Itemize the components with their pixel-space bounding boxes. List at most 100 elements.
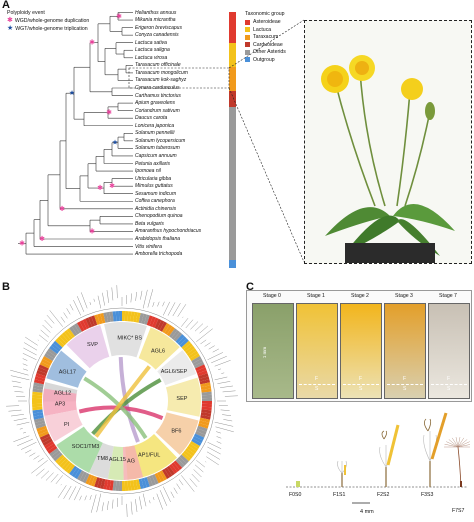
branch-line bbox=[98, 296, 101, 309]
branch-line bbox=[217, 441, 222, 443]
branch-line bbox=[157, 302, 159, 307]
wgd-star-icon: ✱ bbox=[106, 109, 112, 117]
branch-line bbox=[10, 370, 28, 375]
taxonomic-color-bar bbox=[229, 12, 236, 268]
gene-family-label: AP3 bbox=[55, 402, 65, 408]
branch-line bbox=[213, 349, 219, 352]
floret bbox=[388, 425, 398, 465]
stigma bbox=[424, 419, 430, 431]
branch-line bbox=[215, 377, 228, 380]
legend-swatch bbox=[245, 20, 250, 25]
dashed-line bbox=[343, 384, 379, 385]
branch-line bbox=[81, 292, 87, 308]
dashed-line bbox=[299, 384, 335, 385]
branch-line bbox=[64, 313, 68, 319]
species-label: Actinidia chinensis bbox=[135, 206, 176, 212]
gene-family-label: AG bbox=[127, 458, 135, 464]
branch-line bbox=[11, 414, 24, 416]
branch-line bbox=[39, 335, 48, 342]
species-label: Apium graveolens bbox=[135, 100, 175, 106]
bar-asteroideae bbox=[229, 12, 236, 43]
ring-segment bbox=[202, 401, 212, 404]
species-label: Helianthus annuus bbox=[135, 10, 176, 16]
branch-line bbox=[85, 496, 87, 501]
branch-line bbox=[56, 475, 63, 484]
taxonomic-title: Taxonomic group bbox=[245, 11, 286, 17]
gene-family-label: TM8 bbox=[97, 456, 108, 462]
branch-line bbox=[215, 360, 231, 366]
legend-swatch bbox=[245, 50, 250, 55]
gene-family-label: AP1/FUL bbox=[138, 452, 160, 458]
branch-line bbox=[209, 346, 215, 350]
bar-taraxacum bbox=[229, 67, 236, 91]
ring-segment bbox=[202, 398, 212, 401]
branch-line bbox=[127, 504, 128, 517]
branch-line bbox=[38, 340, 39, 341]
branch-line bbox=[225, 396, 238, 397]
branch-line bbox=[131, 293, 132, 302]
branch-line bbox=[195, 465, 203, 472]
branch-line bbox=[12, 381, 21, 383]
branch-line bbox=[23, 353, 37, 360]
wgd-star-icon: ✱ bbox=[39, 235, 45, 243]
seed-marker-s: S bbox=[447, 386, 450, 392]
branch-line bbox=[149, 500, 150, 503]
branch-line bbox=[36, 469, 44, 476]
species-label: Taraxacum officinale bbox=[135, 62, 181, 68]
species-label: Solanum pennellii bbox=[135, 130, 174, 136]
branch-line bbox=[216, 432, 221, 434]
ring-segment bbox=[119, 481, 122, 491]
branch-line bbox=[171, 492, 174, 498]
branch-line bbox=[135, 499, 137, 512]
stage-label: Stage 3 bbox=[384, 293, 424, 299]
branch-line bbox=[8, 410, 21, 411]
wgd-star-icon: ✱ bbox=[59, 205, 65, 213]
dandelion-plant-image bbox=[305, 21, 471, 263]
branch-line bbox=[200, 326, 208, 333]
species-label: Carthamus tinctorius bbox=[135, 93, 181, 99]
gene-family-label: MIKC* BS bbox=[117, 335, 142, 341]
species-label: Conyza canadensis bbox=[135, 32, 179, 38]
ring-segment bbox=[32, 401, 42, 404]
branch-line bbox=[13, 386, 22, 387]
species-label: Amborella trichopoda bbox=[135, 251, 182, 257]
species-label: Mikania micrantha bbox=[135, 17, 176, 23]
stage-photo: 1 mm bbox=[252, 303, 294, 399]
ring-segment bbox=[119, 311, 122, 321]
branch-line bbox=[221, 410, 230, 411]
ring-segment bbox=[122, 311, 125, 321]
branch-line bbox=[42, 325, 50, 333]
stage-label: Stage 0 bbox=[252, 293, 292, 299]
legend-swatch bbox=[245, 57, 250, 62]
legend-label: Other Asterids bbox=[253, 49, 286, 55]
branch-line bbox=[195, 324, 203, 332]
branch-line bbox=[183, 317, 184, 318]
branch-line bbox=[77, 296, 84, 312]
seed-development-illustration bbox=[246, 405, 470, 517]
branch-line bbox=[112, 287, 113, 300]
seed-stage-label: F1S1 bbox=[333, 492, 345, 498]
branch-line bbox=[61, 317, 65, 323]
species-label: Daucus carota bbox=[135, 115, 167, 121]
branch-line bbox=[11, 376, 30, 380]
floret-marker-f: F bbox=[315, 376, 318, 382]
wgd-star-icon: ✱ bbox=[89, 227, 95, 235]
branch-line bbox=[157, 494, 163, 510]
branch-line bbox=[34, 456, 40, 460]
branch-line bbox=[179, 479, 183, 485]
branch-line bbox=[13, 436, 29, 442]
gene-family-label: BF6 bbox=[171, 429, 181, 435]
branch-line bbox=[23, 359, 28, 361]
stage-label: Stage 7 bbox=[428, 293, 468, 299]
branch-line bbox=[140, 291, 142, 300]
gene-family-label: AGL6 bbox=[151, 349, 165, 355]
species-label: Solanum tuberosum bbox=[135, 145, 180, 151]
species-label: Coffea canephora bbox=[135, 198, 175, 204]
species-label: Taraxacum mongolicum bbox=[135, 70, 188, 76]
species-label: Lactuca virosa bbox=[135, 55, 167, 61]
branch-line bbox=[217, 436, 222, 438]
branch-line bbox=[51, 474, 58, 482]
branch-line bbox=[192, 474, 200, 482]
stage-label: Stage 1 bbox=[296, 293, 336, 299]
